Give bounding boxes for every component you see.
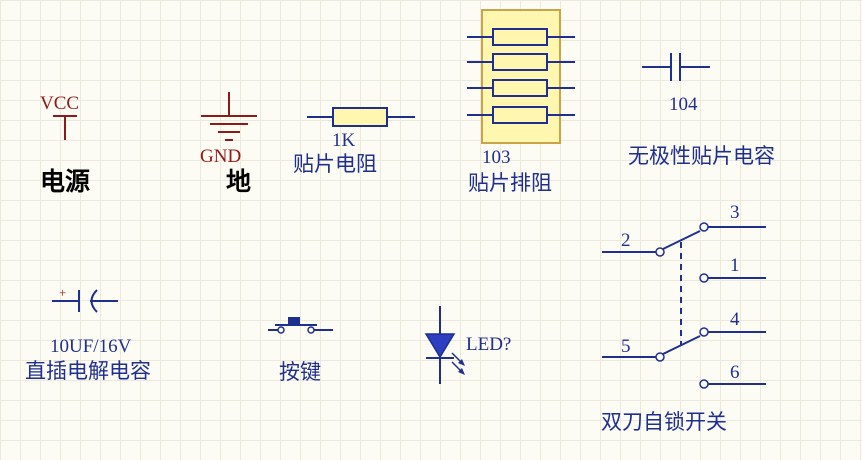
resistor-caption: 贴片电阻 — [293, 152, 377, 176]
vcc-caption: 电源 — [40, 167, 91, 196]
resistor-array-caption: 贴片排阻 — [468, 171, 552, 195]
switch-pin-6: 6 — [730, 362, 740, 383]
electrolytic-caption: 直插电解电容 — [25, 359, 151, 383]
gnd-symbol[interactable] — [201, 92, 257, 141]
resistor-value: 1K — [332, 130, 356, 151]
dpdt-switch-symbol[interactable] — [602, 222, 766, 389]
led-symbol[interactable] — [424, 306, 465, 384]
gnd-net-label: GND — [200, 146, 242, 167]
resistor-array-symbol[interactable] — [467, 9, 575, 144]
vcc-net-label: VCC — [40, 93, 80, 114]
switch-pin-3: 3 — [730, 202, 740, 223]
electrolytic-capacitor-symbol[interactable] — [52, 289, 118, 313]
capacitor-value: 104 — [669, 94, 698, 115]
capacitor-symbol[interactable] — [642, 53, 710, 81]
led-designator: LED? — [466, 334, 512, 355]
resistor-array-value: 103 — [482, 147, 511, 168]
electrolytic-polarity-mark: + — [59, 285, 67, 300]
push-button-symbol[interactable] — [268, 317, 333, 334]
switch-pin-4: 4 — [730, 309, 740, 330]
switch-pin-1: 1 — [730, 255, 740, 276]
switch-caption: 双刀自锁开关 — [601, 410, 727, 434]
capacitor-caption: 无极性贴片电容 — [628, 144, 775, 168]
button-caption: 按键 — [279, 360, 321, 384]
electrolytic-value: 10UF/16V — [50, 336, 132, 357]
switch-pin-5: 5 — [621, 336, 631, 357]
switch-pin-2: 2 — [621, 230, 631, 251]
vcc-symbol[interactable] — [53, 115, 77, 140]
resistor-symbol[interactable] — [307, 107, 415, 127]
gnd-caption: 地 — [226, 167, 252, 196]
